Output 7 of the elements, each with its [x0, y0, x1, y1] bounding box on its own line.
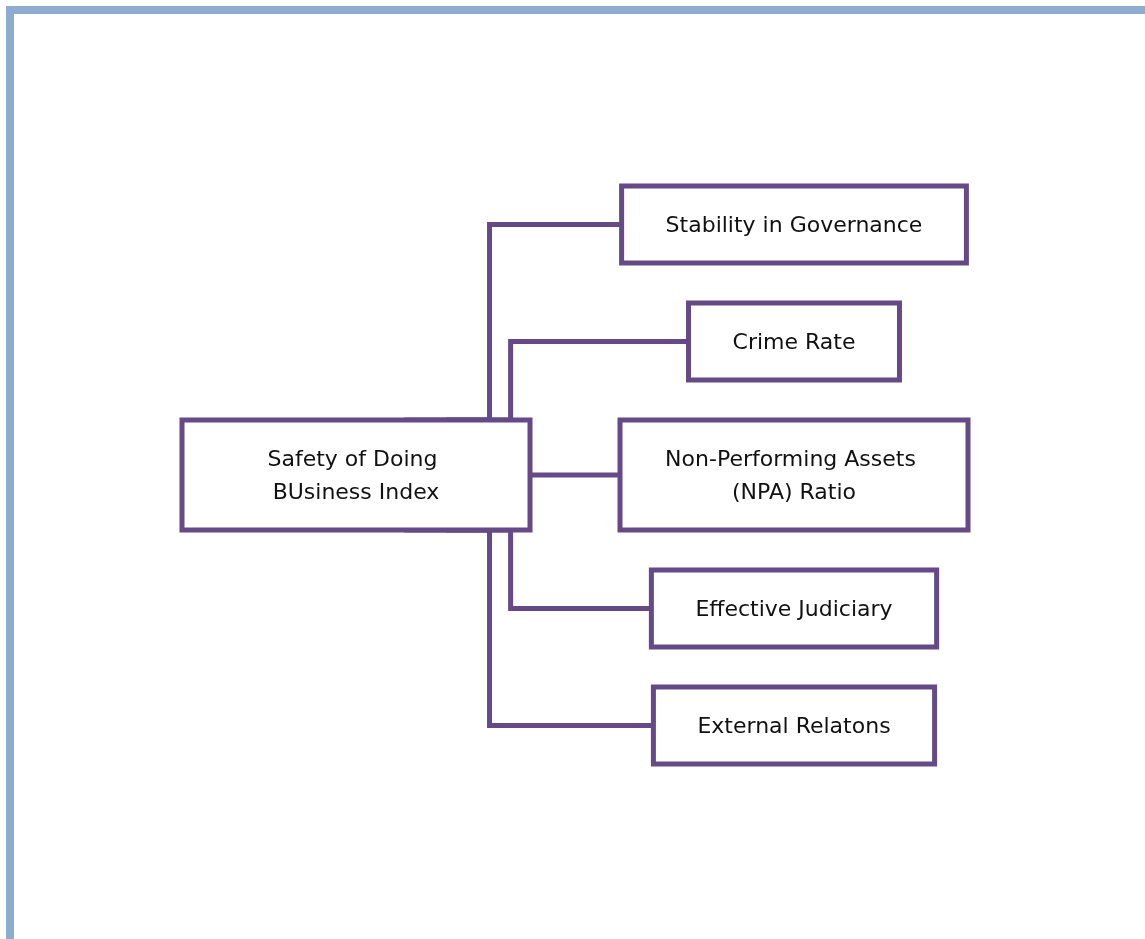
node-box: Stability in Governance: [619, 183, 969, 266]
node-box: Non-Performing Assets (NPA) Ratio: [617, 417, 971, 533]
connector: [530, 472, 620, 478]
node-box: External Relatons: [650, 684, 938, 767]
node-box: Crime Rate: [686, 300, 902, 383]
node-box: Safety of Doing BUsiness Index: [179, 417, 533, 533]
node-box: Effective Judiciary: [648, 567, 940, 650]
